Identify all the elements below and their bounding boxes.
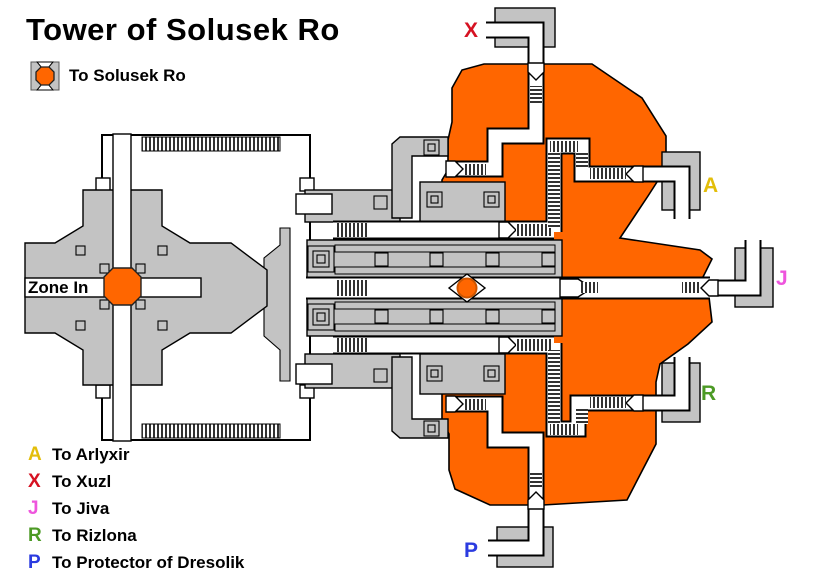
legend-item-rizlona: R To Rizlona (28, 525, 244, 552)
central-halls (295, 136, 563, 439)
door-notch (299, 177, 315, 192)
legend-letter: X (28, 471, 41, 492)
legend-label: To Rizlona (52, 526, 137, 545)
legend-item-arlyxir: A To Arlyxir (28, 444, 244, 471)
doors (445, 62, 719, 510)
pillar (157, 245, 168, 256)
stair-hatching (336, 86, 699, 488)
zone-in-room (24, 133, 268, 442)
legend-label: To Jiva (52, 499, 110, 518)
legend-letter: J (28, 498, 39, 519)
marker-jiva: J (776, 267, 788, 290)
pillar (75, 245, 86, 256)
portal-legend-label: To Solusek Ro (69, 66, 186, 85)
courtyard (95, 134, 315, 441)
pillar (373, 368, 388, 383)
marker-arlyxir: A (703, 174, 718, 197)
marker-dresolik: P (464, 539, 478, 562)
marker-xuzl: X (464, 19, 478, 42)
zone-in-label: Zone In (28, 278, 88, 297)
zone-portal-octagon (103, 267, 142, 306)
legend-label: To Arlyxir (52, 445, 130, 464)
exit-legend: A To Arlyxir X To Xuzl J To Jiva R To Ri… (28, 444, 244, 578)
legend-item-jiva: J To Jiva (28, 498, 244, 525)
stairs-hatch (141, 136, 281, 152)
legend-label: To Protector of Dresolik (52, 553, 245, 572)
zone-portal-icon (30, 61, 60, 91)
legend-letter: A (28, 444, 42, 465)
legend-item-dresolik: P To Protector of Dresolik (28, 552, 244, 578)
pillar (373, 195, 388, 210)
legend-letter: R (28, 525, 42, 546)
pillar (157, 320, 168, 331)
page-title: Tower of Solusek Ro (26, 12, 340, 47)
stairs-hatch (141, 423, 281, 439)
pillar (75, 320, 86, 331)
legend-label: To Xuzl (52, 472, 112, 491)
solusek-ro-portal (456, 277, 478, 299)
inner-wall (263, 227, 291, 382)
legend-letter: P (28, 552, 41, 573)
door-notch (95, 177, 111, 192)
portal-legend: To Solusek Ro (30, 61, 186, 91)
legend-item-xuzl: X To Xuzl (28, 471, 244, 498)
marker-rizlona: R (701, 382, 716, 405)
door-notch (95, 384, 111, 399)
